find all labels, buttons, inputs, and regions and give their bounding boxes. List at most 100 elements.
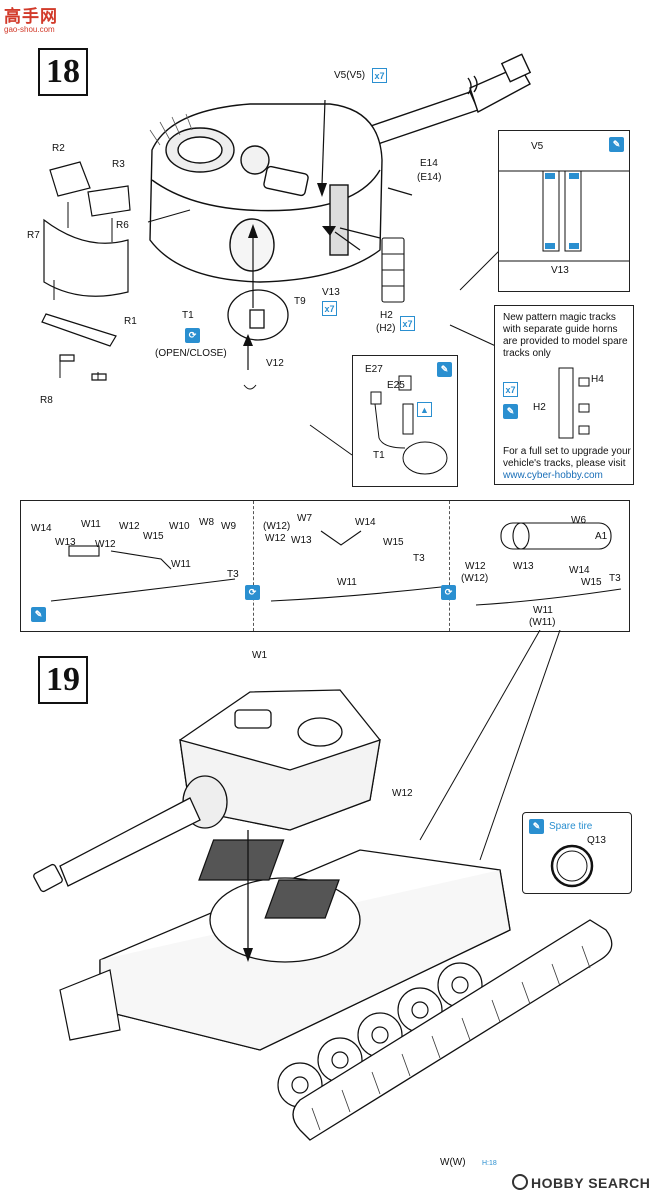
inset-label-v5: V5 [531, 141, 544, 152]
strip1-w9: W9 [221, 521, 236, 532]
label-r3: R3 [112, 159, 125, 170]
note-line-2: with separate guide horns [503, 324, 618, 335]
label-e14: E14 [420, 158, 438, 169]
strip3-w15: W15 [581, 577, 602, 588]
label-r2: R2 [52, 143, 65, 154]
paint-brush-icon: ✎ [609, 137, 624, 152]
note-line-1: New pattern magic tracks [503, 312, 616, 323]
label-t1: T1 [182, 310, 194, 321]
strip1-w11a: W11 [81, 519, 101, 530]
strip3-w12b: (W12) [461, 573, 489, 584]
label-w1: W1 [252, 650, 267, 661]
label-r6: R6 [116, 220, 129, 231]
strip1-t3: T3 [227, 569, 239, 580]
strip2-w12b: W12 [265, 533, 286, 544]
strip1-w8: W8 [199, 517, 214, 528]
step-number-19: 19 [38, 656, 88, 704]
step-number-18: 18 [38, 48, 88, 96]
strip3-w12a: W12 [465, 561, 486, 572]
glue-icon: ▲ [417, 402, 432, 417]
label-page-ref: H:18 [482, 1160, 497, 1167]
label-r1: R1 [124, 316, 137, 327]
inset-label-e27: E27 [365, 364, 383, 375]
inset-label-v13: V13 [551, 265, 569, 276]
hobby-search-text: HOBBY SEARCH [531, 1175, 651, 1191]
strip1-w11b: W11 [171, 559, 191, 570]
strip2-rotate-icon: ⟳ [441, 585, 456, 600]
watermark-logo: 高手网 gao-shou.com [4, 2, 58, 34]
note-paint-brush-icon: ✎ [503, 404, 518, 419]
strip1-w12b: W12 [95, 539, 116, 550]
strip1-w15: W15 [143, 531, 164, 542]
note-line-4: tracks only [503, 348, 551, 359]
track-detail-inset: V5 V13 ✎ [498, 130, 630, 292]
strip3-w11a: W11 [533, 605, 553, 616]
label-e14-alt: (E14) [417, 172, 442, 183]
label-r7: R7 [27, 230, 40, 241]
strip2-w14: W14 [355, 517, 376, 528]
strip3-w14: W14 [569, 565, 590, 576]
strip1-w12: W12 [119, 521, 140, 532]
quantity-badge-x7-h2: x7 [400, 316, 415, 331]
strip1-w13: W13 [55, 537, 76, 548]
track-detail-drawing [499, 170, 629, 262]
strip3-w6: W6 [571, 515, 586, 526]
strip1-rotate-icon: ⟳ [245, 585, 260, 600]
label-v5: V5(V5) [334, 70, 366, 81]
label-h2-alt: (H2) [376, 323, 396, 334]
strip2-w13: W13 [291, 535, 312, 546]
label-open-close: (OPEN/CLOSE) [155, 348, 227, 359]
cyber-hobby-link[interactable]: www.cyber-hobby.com [503, 470, 603, 481]
strip-divider-1 [253, 501, 254, 631]
rotate-icon: ⟳ [185, 328, 200, 343]
strip3-w11b: (W11) [529, 617, 556, 628]
strip1-paint-brush-icon: ✎ [31, 607, 46, 622]
note-line-6: vehicle's tracks, please visit [503, 458, 626, 469]
detail-strip: W14 W11 W12 W10 W8 W9 W13 W12 W15 W11 T3… [20, 500, 630, 632]
strip-drawing [50, 522, 622, 606]
paint-brush-icon-hatch: ✎ [437, 362, 452, 377]
note-quantity-badge-x7: x7 [503, 382, 518, 397]
strip1-w14: W14 [31, 523, 52, 534]
note-line-5: For a full set to upgrade your [503, 446, 631, 457]
inset-label-e25: E25 [387, 380, 405, 391]
inset-label-t1: T1 [373, 450, 385, 461]
hobby-search-icon [512, 1174, 528, 1190]
step19-tank-illustration [33, 630, 613, 1141]
strip-divider-2 [449, 501, 450, 631]
hatch-detail-inset: E27 E25 T1 ✎ ▲ [352, 355, 458, 487]
label-t9: T9 [294, 296, 306, 307]
hatch-detail-drawing [370, 375, 448, 475]
strip2-w12a: (W12) [263, 521, 291, 532]
label-w12: W12 [392, 788, 413, 799]
strip3-a1: A1 [595, 531, 608, 542]
label-v13: V13 [322, 287, 340, 298]
strip3-t3: T3 [609, 573, 621, 584]
watermark-url: gao-shou.com [4, 25, 55, 34]
label-v12: V12 [266, 358, 284, 369]
spare-label-q13: Q13 [587, 835, 606, 846]
spare-tire-title: Spare tire [549, 821, 593, 832]
label-h2: H2 [380, 310, 393, 321]
watermark-logo-text: 高手网 [4, 7, 58, 27]
quantity-badge-x7: x7 [372, 68, 387, 83]
label-ww: W(W) [440, 1157, 466, 1168]
label-r8: R8 [40, 395, 53, 406]
strip2-w11: W11 [337, 577, 357, 588]
hobby-search-logo: HOBBY SEARCH [512, 1174, 650, 1191]
magic-tracks-note: New pattern magic tracks with separate g… [494, 305, 634, 485]
quantity-badge-x7-v13: x7 [322, 301, 337, 316]
strip2-w7: W7 [297, 513, 312, 524]
spare-tire-ring [550, 844, 594, 888]
strip2-t3: T3 [413, 553, 425, 564]
strip3-w13: W13 [513, 561, 534, 572]
strip2-w15: W15 [383, 537, 404, 548]
step18-illustration [41, 53, 532, 456]
spare-tire-box: ✎ Spare tire Q13 [522, 812, 632, 894]
spare-paint-brush-icon: ✎ [529, 819, 544, 834]
note-line-3: are provided to model spare [503, 336, 628, 347]
strip1-w10: W10 [169, 521, 190, 532]
note-label-h2: H2 [533, 402, 546, 413]
spare-track-drawing [558, 367, 590, 439]
note-label-h4: H4 [591, 374, 604, 385]
